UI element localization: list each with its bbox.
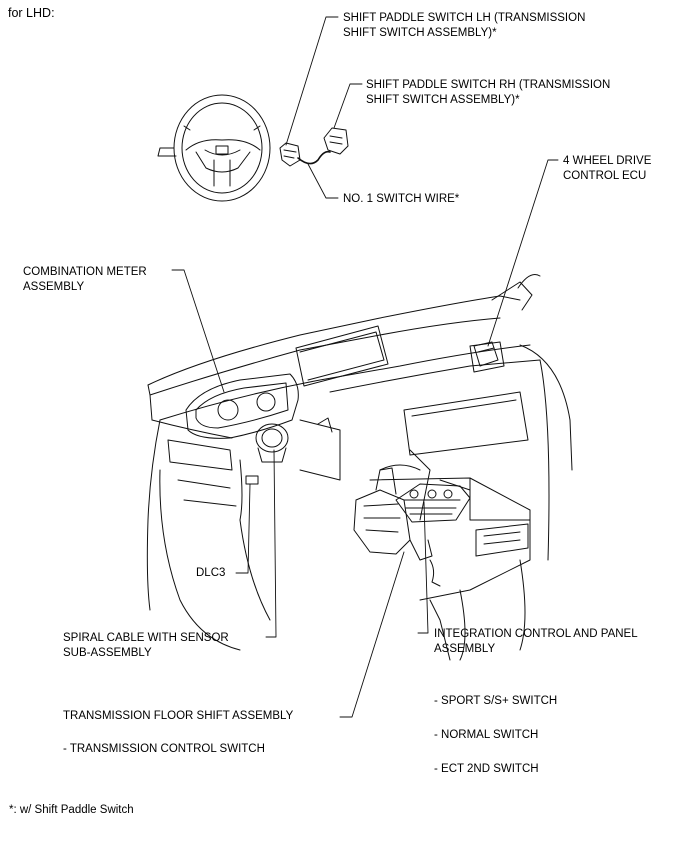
4wd-control-ecu xyxy=(473,341,499,367)
label-integration-control-panel: INTEGRATION CONTROL AND PANEL ASSEMBLY xyxy=(434,628,638,655)
integration-control-panel xyxy=(395,483,471,587)
center-console xyxy=(369,449,531,661)
label-ect-2nd-switch: - ECT 2ND SWITCH xyxy=(434,763,539,775)
combination-meter xyxy=(185,373,299,439)
label-normal-switch: - NORMAL SWITCH xyxy=(434,729,539,741)
spiral-cable xyxy=(255,417,341,481)
label-paddle-switch-lh: SHIFT PADDLE SWITCH LH (TRANSMISSION SHI… xyxy=(343,12,586,39)
label-sport-switch: - SPORT S/S+ SWITCH xyxy=(434,695,558,707)
label-transmission-control-switch: - TRANSMISSION CONTROL SWITCH xyxy=(63,743,265,755)
label-paddle-switch-rh: SHIFT PADDLE SWITCH RH (TRANSMISSION SHI… xyxy=(366,79,611,106)
label-dlc3: DLC3 xyxy=(196,567,226,579)
leader-lines xyxy=(171,16,559,718)
variant-label: for LHD: xyxy=(8,6,55,20)
switch-wire xyxy=(297,150,331,165)
label-4wd-control-ecu: 4 WHEEL DRIVE CONTROL ECU xyxy=(563,155,652,182)
label-combination-meter: COMBINATION METER ASSEMBLY xyxy=(23,266,147,293)
dlc3-connector xyxy=(245,475,259,485)
paddle-switch-rh xyxy=(323,127,349,155)
paddle-switch-lh xyxy=(279,142,301,167)
label-switch-wire: NO. 1 SWITCH WIRE* xyxy=(343,193,460,205)
steering-wheel xyxy=(157,94,271,202)
label-spiral-cable: SPIRAL CABLE WITH SENSOR SUB-ASSEMBLY xyxy=(63,632,229,659)
label-floor-shift-assembly: TRANSMISSION FLOOR SHIFT ASSEMBLY xyxy=(63,710,294,722)
dashboard xyxy=(146,274,573,651)
footnote: *: w/ Shift Paddle Switch xyxy=(9,804,134,816)
